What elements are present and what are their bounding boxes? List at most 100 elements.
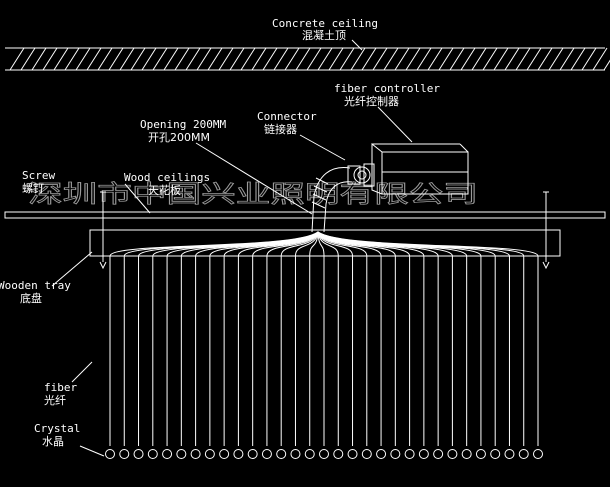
opening-label-cn: 开孔200MM xyxy=(148,131,210,144)
hatch-line xyxy=(350,47,366,71)
fiber-label-en: fiber xyxy=(44,381,77,394)
hatch-line xyxy=(152,47,168,71)
wood-ceiling-label-cn: 天花板 xyxy=(148,183,181,197)
crystal xyxy=(204,449,215,459)
concrete-leader-line xyxy=(351,39,363,51)
hatch-line xyxy=(218,47,234,71)
crystal xyxy=(475,449,486,459)
crystal xyxy=(418,449,429,459)
crystal xyxy=(433,449,444,459)
hatch-line xyxy=(493,47,509,71)
hatch-line xyxy=(174,47,190,71)
hatch-line xyxy=(394,47,410,71)
opening-label-en: Opening 200MM xyxy=(140,118,226,131)
connector-hose xyxy=(311,167,353,233)
fiber-strand xyxy=(317,231,525,446)
hatch-line xyxy=(53,47,69,71)
opening-leader-line xyxy=(195,142,313,215)
hatch-line xyxy=(284,47,300,71)
hatch-line xyxy=(64,47,80,71)
fiber-strand xyxy=(223,231,319,446)
fiber-strand xyxy=(317,231,482,446)
hatch-line xyxy=(240,47,256,71)
wooden-tray-label-cn: 底盘 xyxy=(20,291,42,305)
fiber-strand xyxy=(317,231,425,446)
concrete-ceiling-label-en: Concrete ceiling xyxy=(272,17,378,30)
crystal xyxy=(404,449,415,459)
screw-label-en: Screw xyxy=(22,169,55,182)
crystal xyxy=(518,449,529,459)
crystal xyxy=(133,449,144,459)
fiber-strand xyxy=(123,231,319,446)
hatch-line xyxy=(119,47,135,71)
crystal xyxy=(533,449,543,459)
screw-right xyxy=(542,191,550,270)
hatch-line xyxy=(416,47,432,71)
hatch-line xyxy=(185,47,201,71)
hatch-line xyxy=(548,47,564,71)
hatch-line xyxy=(317,47,333,71)
hatch-line xyxy=(207,47,223,71)
hatch-line xyxy=(471,47,487,71)
fiber-strand xyxy=(180,231,319,446)
hatch-line xyxy=(295,47,311,71)
crystal xyxy=(290,449,301,459)
fiber-strand xyxy=(317,231,382,446)
hatch-line xyxy=(537,47,553,71)
fiber-strand xyxy=(317,231,496,446)
hatch-line xyxy=(229,47,245,71)
hatch-line xyxy=(570,47,586,71)
hatch-line xyxy=(328,47,344,71)
crystal xyxy=(376,449,387,459)
wood-ceiling-board xyxy=(4,211,606,219)
hatch-line xyxy=(372,47,388,71)
hatch-line xyxy=(262,47,278,71)
hatch-line xyxy=(31,47,47,71)
wood-ceiling-label-en: Wood ceilings xyxy=(124,171,210,184)
hatch-line xyxy=(460,47,476,71)
crystal xyxy=(304,449,315,459)
hatch-line xyxy=(196,47,212,71)
hatch-line xyxy=(383,47,399,71)
hatch-line xyxy=(42,47,58,71)
connector-leader-line xyxy=(299,134,346,161)
fiber-strand xyxy=(109,231,319,446)
hatch-line xyxy=(75,47,91,71)
crystal xyxy=(119,449,130,459)
hatch-line xyxy=(559,47,575,71)
fiber-strand xyxy=(209,231,319,446)
fiber-strand xyxy=(252,231,319,446)
hatch-line xyxy=(515,47,531,71)
fiber-label-cn: 光纤 xyxy=(44,393,66,407)
crystal xyxy=(190,449,201,459)
hatch-line xyxy=(504,47,520,71)
crystal xyxy=(261,449,272,459)
fiber-leader-line xyxy=(71,361,93,383)
crystal xyxy=(219,449,230,459)
hatch-line xyxy=(163,47,179,71)
connector-label-en: Connector xyxy=(257,110,317,123)
crystal-leader-line xyxy=(79,445,105,457)
fiber-strand xyxy=(195,231,319,446)
fiber-strand xyxy=(317,231,325,446)
hatch-line xyxy=(141,47,157,71)
hatch-line xyxy=(9,47,25,71)
crystal xyxy=(276,449,287,459)
crystal xyxy=(361,449,372,459)
crystal xyxy=(347,449,358,459)
screw-left xyxy=(99,191,107,270)
crystal xyxy=(461,449,472,459)
hatch-line xyxy=(251,47,267,71)
screw-label-cn: 螺钉 xyxy=(22,182,44,195)
fiber-controller-label-en: fiber controller xyxy=(334,82,440,95)
fiber-strand xyxy=(294,231,319,446)
crystal-row xyxy=(105,449,543,459)
fiber-strand xyxy=(317,231,411,446)
fiber-strand xyxy=(317,231,368,446)
crystal xyxy=(233,449,244,459)
crystal xyxy=(147,449,158,459)
hatch-line xyxy=(20,47,36,71)
hatch-line xyxy=(526,47,542,71)
crystal xyxy=(447,449,458,459)
